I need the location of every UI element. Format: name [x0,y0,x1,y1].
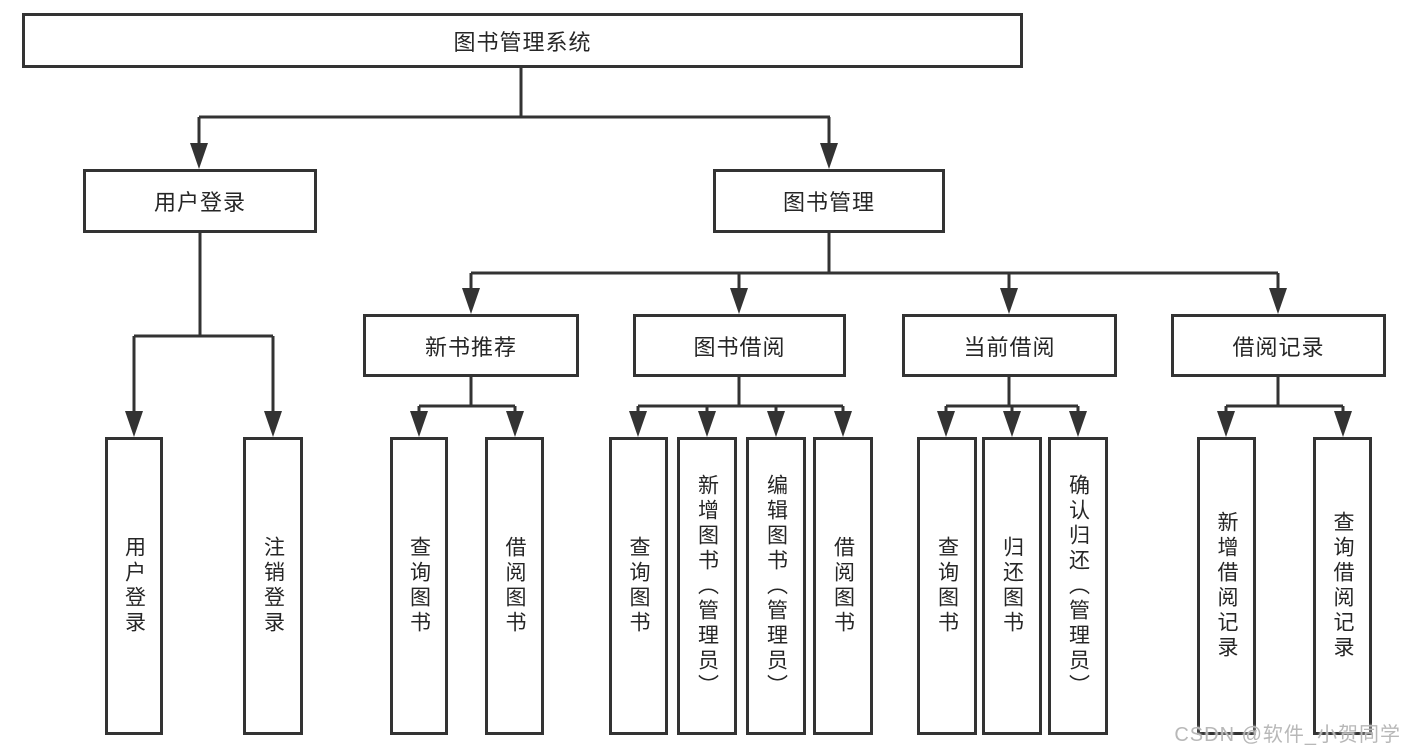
node-root-library-system: 图书管理系统 [22,13,1023,68]
leaf-confirm-return-admin: 确认归还（管理员） [1048,437,1108,735]
leaf-add-borrow-record: 新增借阅记录 [1197,437,1256,735]
leaf-borrow-books-recommend: 借阅图书 [485,437,544,735]
leaf-return-book: 归还图书 [982,437,1042,735]
node-book-borrow: 图书借阅 [633,314,846,377]
leaf-logout: 注销登录 [243,437,303,735]
node-new-book-recommend: 新书推荐 [363,314,579,377]
leaf-edit-book-admin: 编辑图书（管理员） [746,437,806,735]
node-current-borrow: 当前借阅 [902,314,1117,377]
leaf-query-books-recommend: 查询图书 [390,437,448,735]
node-borrow-records: 借阅记录 [1171,314,1386,377]
leaf-borrow-books: 借阅图书 [813,437,873,735]
node-book-management: 图书管理 [713,169,945,233]
node-user-login: 用户登录 [83,169,317,233]
leaf-user-login: 用户登录 [105,437,163,735]
leaf-add-book-admin: 新增图书（管理员） [677,437,737,735]
leaf-query-books-current: 查询图书 [917,437,977,735]
arrowheads [125,143,1352,437]
leaf-query-books-borrow: 查询图书 [609,437,668,735]
leaf-query-borrow-record: 查询借阅记录 [1313,437,1372,735]
watermark-text: CSDN @软件_小贺同学 [1174,724,1401,746]
